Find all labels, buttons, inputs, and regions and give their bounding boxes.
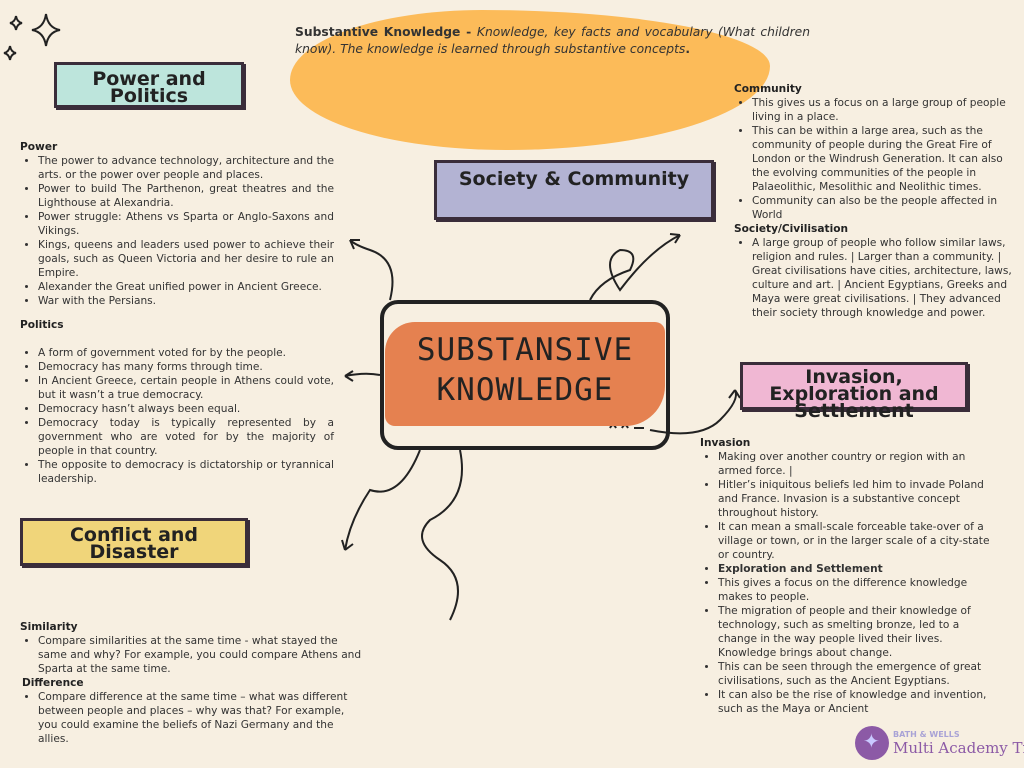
list-item: Democracy has many forms through time.: [38, 360, 334, 374]
bullet-list: Compare similarities at the same time - …: [20, 634, 365, 676]
list-item: War with the Persians.: [38, 294, 334, 308]
politics-heading: Politics: [20, 319, 64, 331]
bullet-list: The power to advance technology, archite…: [20, 154, 334, 308]
society-heading: Society/Civilisation: [734, 223, 849, 235]
list-item: Alexander the Great unified power in Anc…: [38, 280, 334, 294]
label-society-community: Society & Community: [434, 160, 714, 220]
list-item: Hitler’s iniquitous beliefs led him to i…: [718, 478, 1000, 520]
bullet-list: A form of government voted for by the pe…: [20, 346, 334, 486]
list-item: Kings, queens and leaders used power to …: [38, 238, 334, 280]
exploration-heading: Exploration and Settlement: [718, 562, 1000, 576]
difference-heading: Difference: [22, 677, 84, 689]
list-item: Democracy today is typically represented…: [38, 416, 334, 458]
invasion-heading: Invasion: [700, 437, 751, 449]
intro-title: Substantive Knowledge -: [295, 25, 477, 39]
list-item: Power struggle: Athens vs Sparta or Angl…: [38, 210, 334, 238]
list-item: Making over another country or region wi…: [718, 450, 1000, 478]
bullet-list: Making over another country or region wi…: [700, 450, 1000, 562]
arrow-icons: [341, 233, 741, 621]
similarity-section: Similarity Compare similarities at the s…: [20, 620, 365, 746]
label-invasion: Invasion, Exploration and Settlement: [740, 362, 968, 421]
bullet-list: Compare difference at the same time – wh…: [20, 690, 365, 746]
power-section: Power The power to advance technology, a…: [20, 140, 334, 486]
similarity-heading: Similarity: [20, 621, 78, 633]
power-heading: Power: [20, 141, 58, 153]
logo-line1: BATH & WELLS: [893, 729, 960, 739]
intro-description: Knowledge, key facts and vocabulary (Wha…: [295, 25, 811, 56]
logo-line2: Multi Academy Trust: [893, 738, 1024, 757]
label-power-politics: Power and Politics: [54, 62, 244, 108]
intro-end: .: [685, 42, 690, 56]
list-item: Community can also be the people affecte…: [752, 194, 1019, 222]
bullet-list: This gives a focus on the difference kno…: [700, 576, 1000, 716]
list-item: Compare similarities at the same time - …: [38, 634, 365, 676]
invasion-section: Invasion Making over another country or …: [700, 436, 1000, 716]
list-item: This can be seen through the emergence o…: [718, 660, 1000, 688]
list-item: Power to build The Parthenon, great thea…: [38, 182, 334, 210]
list-item: This gives us a focus on a large group o…: [752, 96, 1019, 124]
list-item: This can be within a large area, such as…: [752, 124, 1019, 194]
bullet-list: A large group of people who follow simil…: [734, 236, 1019, 320]
bullet-list: This gives us a focus on a large group o…: [734, 96, 1019, 222]
list-item: The migration of people and their knowle…: [718, 604, 1000, 660]
community-heading: Community: [734, 83, 802, 95]
list-item: A form of government voted for by the pe…: [38, 346, 334, 360]
list-item: It can also be the rise of knowledge and…: [718, 688, 1000, 716]
list-item: Democracy hasn’t always been equal.: [38, 402, 334, 416]
list-item: The opposite to democracy is dictatorshi…: [38, 458, 334, 486]
center-brush: [385, 322, 665, 426]
community-section: Community This gives us a focus on a lar…: [734, 82, 1019, 320]
center-title: SUBSTANSIVE KNOWLEDGE: [416, 332, 634, 408]
sparkle-icon: [3, 13, 61, 61]
intro-text: Substantive Knowledge - Knowledge, key f…: [295, 24, 810, 58]
list-item: It can mean a small-scale forceable take…: [718, 520, 1000, 562]
star-logo-icon: [855, 726, 889, 760]
list-item: In Ancient Greece, certain people in Ath…: [38, 374, 334, 402]
list-item: Compare difference at the same time – wh…: [38, 690, 365, 746]
label-conflict-disaster: Conflict and Disaster: [20, 518, 248, 566]
list-item: The power to advance technology, archite…: [38, 154, 334, 182]
center-frame: [380, 300, 670, 450]
list-item: A large group of people who follow simil…: [752, 236, 1019, 320]
list-item: This gives a focus on the difference kno…: [718, 576, 1000, 604]
